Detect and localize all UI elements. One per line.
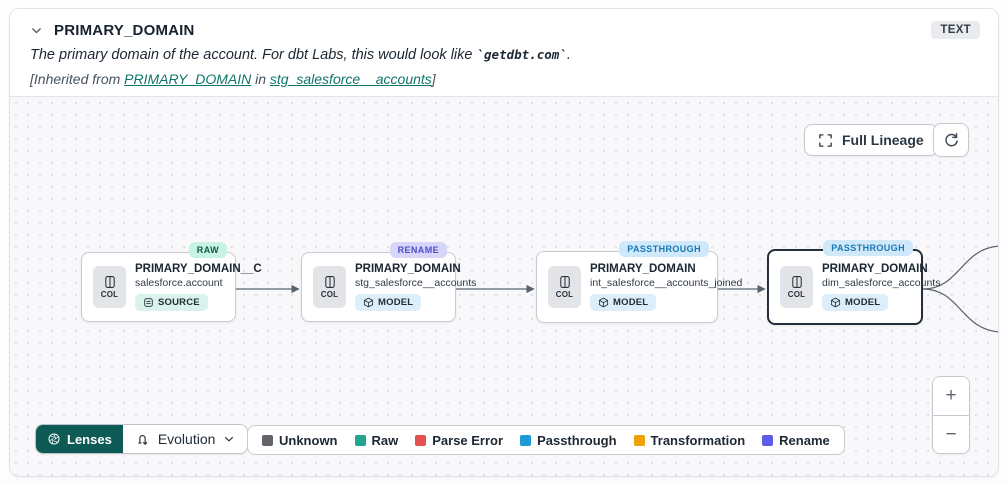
column-chip-label: COL [555, 290, 574, 299]
lenses-button[interactable]: Lenses [36, 425, 123, 453]
lineage-panel: PRIMARY_DOMAIN TEXT The primary domain o… [9, 8, 999, 477]
node-subtitle: dim_salesforce_accounts [822, 277, 941, 289]
column-chip-label: COL [100, 290, 119, 299]
column-icon [324, 276, 335, 288]
legend-item: Rename [762, 433, 830, 448]
description-code: `getdbt.com` [476, 47, 567, 62]
column-chip-label: COL [320, 290, 339, 299]
resource-type-chip: MODEL [355, 294, 422, 311]
lineage-node-salesforce-account[interactable]: RAW COL PRIMARY_DOMAIN__C salesforce.acc… [81, 242, 262, 322]
column-icon [104, 276, 115, 288]
legend: Unknown Raw Parse Error Passthrough Transfor… [247, 425, 845, 455]
lenses-bar: Lenses Evolution [35, 424, 249, 454]
fullscreen-icon [819, 133, 832, 147]
legend-item: Passthrough [520, 432, 617, 448]
resource-type-chip: SOURCE [135, 294, 208, 311]
lineage-canvas[interactable]: RAW COL PRIMARY_DOMAIN__C salesforce.acc… [10, 96, 998, 476]
node-subtitle: salesforce.account [135, 277, 223, 289]
column-description: The primary domain of the account. For d… [30, 47, 571, 63]
legend-swatch [354, 434, 366, 446]
inherited-model-link[interactable]: stg_salesforce__accounts [269, 71, 432, 87]
refresh-button[interactable] [933, 123, 969, 157]
node-title: PRIMARY_DOMAIN__C [135, 263, 262, 275]
legend-swatch [520, 434, 532, 446]
column-chip: COL [93, 266, 126, 308]
inherited-column-link[interactable]: PRIMARY_DOMAIN [124, 71, 252, 87]
lens-selector-evolution[interactable]: Evolution [122, 425, 248, 453]
legend-item: Unknown [262, 433, 338, 448]
column-icon [559, 276, 570, 288]
inherited-from-line: [Inherited from PRIMARY_DOMAIN in stg_sa… [30, 71, 436, 87]
source-icon [144, 298, 153, 307]
status-badge: PASSTHROUGH [619, 241, 709, 257]
lens-aperture-icon [48, 433, 60, 445]
chevron-down-icon [225, 436, 234, 442]
column-details-header: PRIMARY_DOMAIN TEXT The primary domain o… [10, 9, 998, 95]
lineage-node-stg-salesforce-accounts[interactable]: RENAME COL PRIMARY_DOMAIN stg_salesforce… [301, 242, 477, 322]
description-text: The primary domain of the account. For d… [30, 47, 477, 63]
column-type-badge: TEXT [931, 21, 980, 39]
legend-label: Parse Error [432, 432, 504, 448]
lineage-node-dim-salesforce-accounts[interactable]: PASSTHROUGH COL PRIMARY_DOMAIN dim_sales… [767, 240, 941, 325]
column-chip: COL [313, 266, 346, 308]
column-chip-label: COL [787, 290, 806, 299]
node-subtitle: int_salesforce__accounts_joined [590, 277, 743, 289]
model-cube-icon [598, 297, 609, 308]
model-cube-icon [363, 297, 374, 308]
legend-label: Transformation [650, 432, 746, 448]
legend-item: Transformation [633, 432, 746, 448]
refresh-icon [944, 132, 958, 146]
legend-label: Raw [371, 432, 399, 448]
legend-swatch [633, 434, 645, 446]
legend-label: Unknown [279, 432, 338, 448]
legend-item: Raw [354, 432, 399, 448]
legend-item: Parse Error [415, 433, 503, 448]
legend-swatch [762, 434, 774, 446]
node-subtitle: stg_salesforce__accounts [355, 277, 477, 289]
lineage-node-int-salesforce-accounts-joined[interactable]: PASSTHROUGH COL PRIMARY_DOMAIN int_sales… [536, 241, 743, 323]
column-title: PRIMARY_DOMAIN [54, 21, 195, 39]
node-title: PRIMARY_DOMAIN [822, 263, 928, 275]
status-badge: RAW [188, 242, 227, 258]
resource-type-chip: MODEL [822, 294, 889, 311]
zoom-controls: + − [932, 376, 970, 454]
resource-type-chip: MODEL [590, 294, 657, 311]
model-cube-icon [830, 297, 841, 308]
legend-swatch [415, 434, 427, 446]
node-title: PRIMARY_DOMAIN [590, 263, 696, 275]
status-badge: PASSTHROUGH [823, 240, 913, 256]
column-icon [791, 276, 802, 288]
legend-label: Rename [779, 432, 830, 448]
legend-label: Passthrough [537, 432, 617, 448]
chevron-down-icon[interactable] [30, 24, 43, 37]
node-title: PRIMARY_DOMAIN [355, 263, 461, 275]
column-chip: COL [780, 266, 813, 308]
zoom-in-button[interactable]: + [933, 377, 969, 415]
status-badge: RENAME [389, 242, 447, 258]
full-lineage-button[interactable]: Full Lineage [804, 124, 938, 156]
evolution-route-icon [138, 434, 148, 445]
legend-swatch [262, 434, 273, 446]
column-chip: COL [548, 266, 581, 308]
zoom-out-button[interactable]: − [933, 415, 969, 453]
